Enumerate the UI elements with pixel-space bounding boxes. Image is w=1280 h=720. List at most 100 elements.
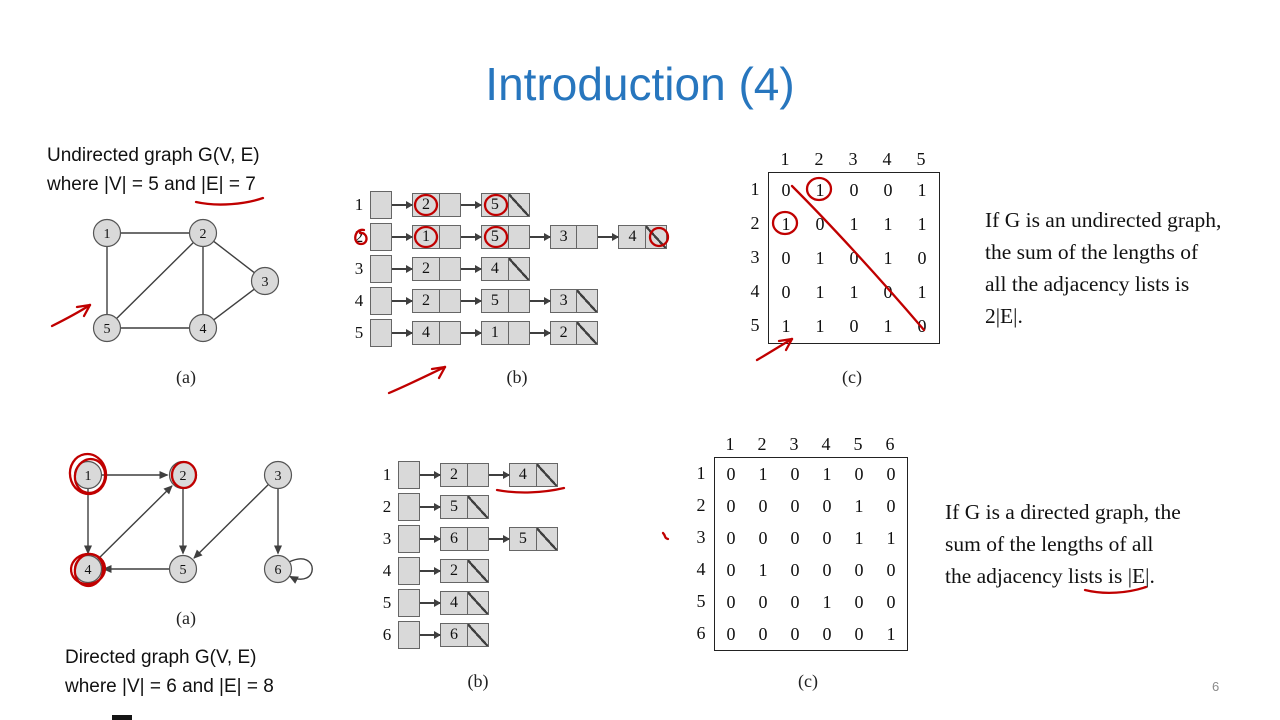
- matrix-cell: 0: [854, 463, 864, 484]
- adjacency-node-value: 2: [440, 463, 468, 487]
- note-line: sum of the lengths of all: [945, 532, 1154, 556]
- graph-vertex: [73, 460, 103, 490]
- matrix-cell: 0: [758, 591, 768, 612]
- pointer-arrow: [392, 329, 413, 337]
- matrix-col-header: 5: [916, 148, 926, 169]
- adjacency-node-value: 2: [412, 257, 440, 281]
- matrix-cell: 0: [854, 623, 864, 644]
- graph-vertex: [168, 554, 198, 584]
- matrix-cell: 1: [917, 213, 927, 234]
- adjacency-vertex-label: 3: [354, 259, 364, 278]
- adjacency-vertex-label: 6: [382, 625, 392, 644]
- adjacency-array-cell: [398, 525, 420, 553]
- adjacency-vertex-label: 4: [354, 291, 364, 310]
- matrix-cell: 1: [822, 463, 832, 484]
- caption-b-directed: (b): [467, 671, 489, 691]
- nil-pointer-cell: [466, 559, 489, 583]
- nil-pointer-cell: [645, 225, 668, 249]
- matrix-cell: 0: [726, 591, 736, 612]
- adjacency-vertex-label: 2: [354, 227, 364, 246]
- adjacency-list-node: 2: [412, 257, 461, 281]
- matrix-cell: 1: [822, 591, 832, 612]
- adjacency-node-value: 4: [508, 463, 537, 487]
- matrix-row-label: 1: [696, 462, 706, 483]
- edge-arrowhead: [84, 545, 92, 555]
- vertex-label: 5: [180, 563, 187, 578]
- matrix-cell: 1: [781, 213, 791, 234]
- adjacency-array-cell: [398, 461, 420, 489]
- note-line: If G is a directed graph, the: [945, 500, 1181, 524]
- matrix-cell: 1: [849, 281, 859, 302]
- matrix-cell: 0: [781, 247, 791, 268]
- edge-arrowhead: [163, 485, 173, 495]
- adjacency-node-value: 2: [440, 559, 468, 583]
- adjacency-list-node: 3: [549, 289, 599, 313]
- edge-arrowhead: [102, 565, 112, 573]
- matrix-cell: 1: [917, 281, 927, 302]
- matrix-cell: 1: [883, 247, 893, 268]
- adjacency-list-node: 4: [508, 463, 558, 487]
- vertex-label: 2: [180, 469, 187, 484]
- matrix-cell: 1: [886, 527, 896, 548]
- graph-vertex: [73, 554, 103, 584]
- matrix-cell: 1: [883, 315, 893, 336]
- matrix-col-header: 4: [821, 433, 831, 454]
- undirected-label-line1: Undirected graph G(V, E): [47, 145, 260, 166]
- pointer-arrow: [488, 471, 510, 479]
- matrix-cell: 1: [854, 527, 864, 548]
- directed-graph-label: Directed graph G(V, E) where |V| = 6 and…: [65, 643, 274, 701]
- edge-arrowhead: [179, 545, 187, 555]
- red-circle-directed-vertex2: [170, 460, 198, 490]
- vertex-label: 1: [85, 469, 92, 484]
- adjacency-node-value: 4: [440, 591, 468, 615]
- matrix-row-label: 3: [696, 526, 706, 547]
- graph-edge: [213, 288, 255, 321]
- matrix-cell: 0: [883, 179, 893, 200]
- graph-vertex: [250, 266, 280, 296]
- adjacency-array-cell: [398, 493, 420, 521]
- matrix-cell: 1: [781, 315, 791, 336]
- adjacency-node-value: 5: [440, 495, 468, 519]
- adjacency-list-node: 2: [440, 559, 489, 583]
- adjacency-array-cell: [398, 589, 420, 617]
- undirected-graph-label: Undirected graph G(V, E) where |V| = 5 a…: [47, 141, 260, 199]
- matrix-cell: 1: [886, 623, 896, 644]
- pointer-arrow: [420, 631, 441, 639]
- matrix-cell: 0: [883, 281, 893, 302]
- vertex-label: 5: [104, 322, 111, 337]
- adjacency-array-cell: [370, 255, 392, 283]
- pointer-arrow: [392, 265, 413, 273]
- matrix-cell: 0: [758, 527, 768, 548]
- matrix-cell: 0: [790, 527, 800, 548]
- adjacency-node-value: 4: [480, 257, 509, 281]
- matrix-row-label: 4: [696, 558, 706, 579]
- matrix-col-header: 6: [885, 433, 895, 454]
- matrix-cell: 0: [822, 527, 832, 548]
- matrix-cell: 0: [854, 591, 864, 612]
- pointer-arrow: [460, 329, 482, 337]
- pointer-arrow: [392, 201, 413, 209]
- matrix-cell: 0: [886, 495, 896, 516]
- edge-arrowhead: [193, 549, 203, 559]
- pointer-arrow: [460, 233, 482, 241]
- note-line: If G is an undirected graph,: [985, 208, 1222, 232]
- red-circle-directed-vertex1: [68, 452, 108, 496]
- caption-a-undirected: (a): [176, 367, 196, 387]
- adjacency-list-node: 5: [440, 495, 489, 519]
- matrix-cell: 0: [822, 559, 832, 580]
- matrix-cell: 0: [849, 247, 859, 268]
- caption-a-directed: (a): [176, 608, 196, 628]
- matrix-col-header: 1: [780, 148, 790, 169]
- pointer-arrow: [529, 329, 551, 337]
- matrix-row-label: 5: [696, 590, 706, 611]
- note-line: 2|E|.: [985, 304, 1023, 328]
- matrix-col-header: 5: [853, 433, 863, 454]
- matrix-cell: 0: [822, 495, 832, 516]
